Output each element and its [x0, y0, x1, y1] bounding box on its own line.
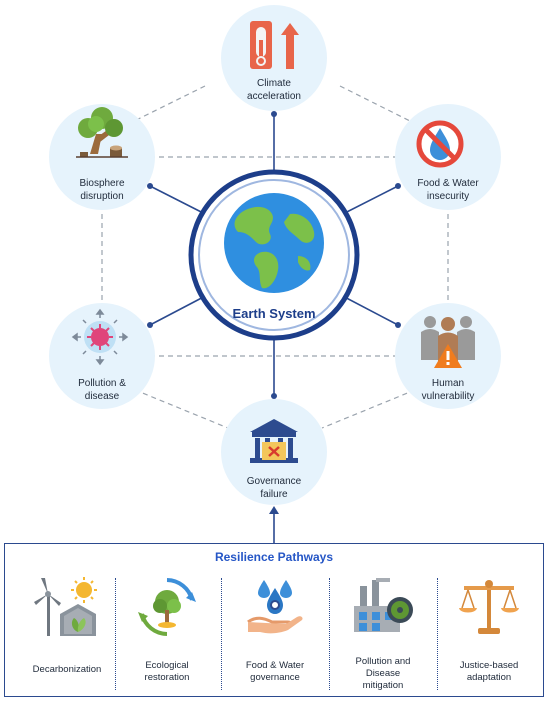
wind-solar-icon: [34, 577, 97, 636]
tree-stump-icon: [76, 107, 128, 158]
divider: [221, 578, 222, 690]
node-label-line2: failure: [260, 489, 288, 500]
pathway-label-line: Disease: [365, 668, 401, 679]
earth-system-center: Earth System: [188, 169, 360, 341]
people-warning-icon: [421, 316, 475, 368]
node-label-line2: vulnerability: [422, 391, 475, 402]
node-label-line1: Food & Water: [417, 178, 479, 189]
pathway-label-line: Justice-based: [459, 660, 519, 671]
divider: [329, 578, 330, 690]
earth-system-diagram: Earth System Climate acceleration: [49, 5, 501, 543]
pathway-pollution-disease-mitigation: Pollution and Disease mitigation: [335, 576, 431, 694]
pathway-label-line: Pollution and: [355, 656, 411, 667]
scales-icon: [459, 580, 519, 634]
thermometer-rising-icon: [250, 21, 299, 69]
node-label-line2: disruption: [80, 191, 123, 202]
pathway-decarbonization: Decarbonization: [19, 576, 115, 694]
pathway-label-line: adaptation: [466, 672, 512, 683]
node-food-water-insecurity: Food & Water insecurity: [395, 104, 501, 210]
center-label: Earth System: [232, 306, 315, 321]
node-label-line1: Pollution &: [78, 378, 126, 389]
node-label-line1: Climate: [257, 78, 291, 89]
node-label-line2: disease: [85, 391, 120, 402]
node-human-vulnerability: Human vulnerability: [395, 303, 501, 409]
pathway-label-line: mitigation: [362, 680, 404, 691]
virus-icon: [71, 308, 129, 366]
pathway-justice-based-adaptation: Justice-based adaptation: [441, 576, 537, 694]
pathway-label-line: governance: [250, 672, 300, 683]
pathway-ecological-restoration: Ecological restoration: [119, 576, 215, 694]
pathway-label-line: Food & Water: [245, 660, 305, 671]
node-label-line2: acceleration: [247, 91, 301, 102]
pathway-label: Justice-based adaptation: [441, 660, 537, 684]
upward-arrow: [269, 506, 279, 543]
node-pollution-disease: Pollution & disease: [49, 303, 155, 409]
pathway-label: Decarbonization: [19, 664, 115, 676]
node-label-line2: insecurity: [427, 191, 469, 202]
node-climate-acceleration: Climate acceleration: [221, 5, 327, 111]
divider: [115, 578, 116, 690]
pathway-label-line: restoration: [144, 672, 190, 683]
broken-institution-icon: [250, 419, 298, 463]
globe-icon: [224, 193, 324, 293]
pathway-label-line: Ecological: [145, 660, 189, 671]
node-governance-failure: Governance failure: [221, 399, 327, 505]
node-label-line1: Biosphere: [79, 178, 124, 189]
hand-water-icon: [247, 580, 303, 634]
pathway-label: Food & Water governance: [227, 660, 323, 684]
no-water-icon: [416, 120, 464, 168]
resilience-title: Resilience Pathways: [214, 550, 334, 564]
node-biosphere-disruption: Biosphere disruption: [49, 104, 155, 210]
divider: [437, 578, 438, 690]
factory-gear-icon: [354, 578, 413, 632]
pathway-label: Pollution and Disease mitigation: [335, 656, 431, 692]
node-label-line1: Governance: [247, 476, 302, 487]
resilience-pathways-panel: Resilience Pathways Decarbonization: [4, 543, 544, 697]
pathway-label: Ecological restoration: [119, 660, 215, 684]
connector-dots: [147, 111, 401, 399]
tree-cycle-icon: [138, 578, 196, 636]
pathway-label-line: Decarbonization: [32, 664, 102, 675]
node-label-line1: Human: [432, 378, 464, 389]
pathway-food-water-governance: Food & Water governance: [227, 576, 323, 694]
